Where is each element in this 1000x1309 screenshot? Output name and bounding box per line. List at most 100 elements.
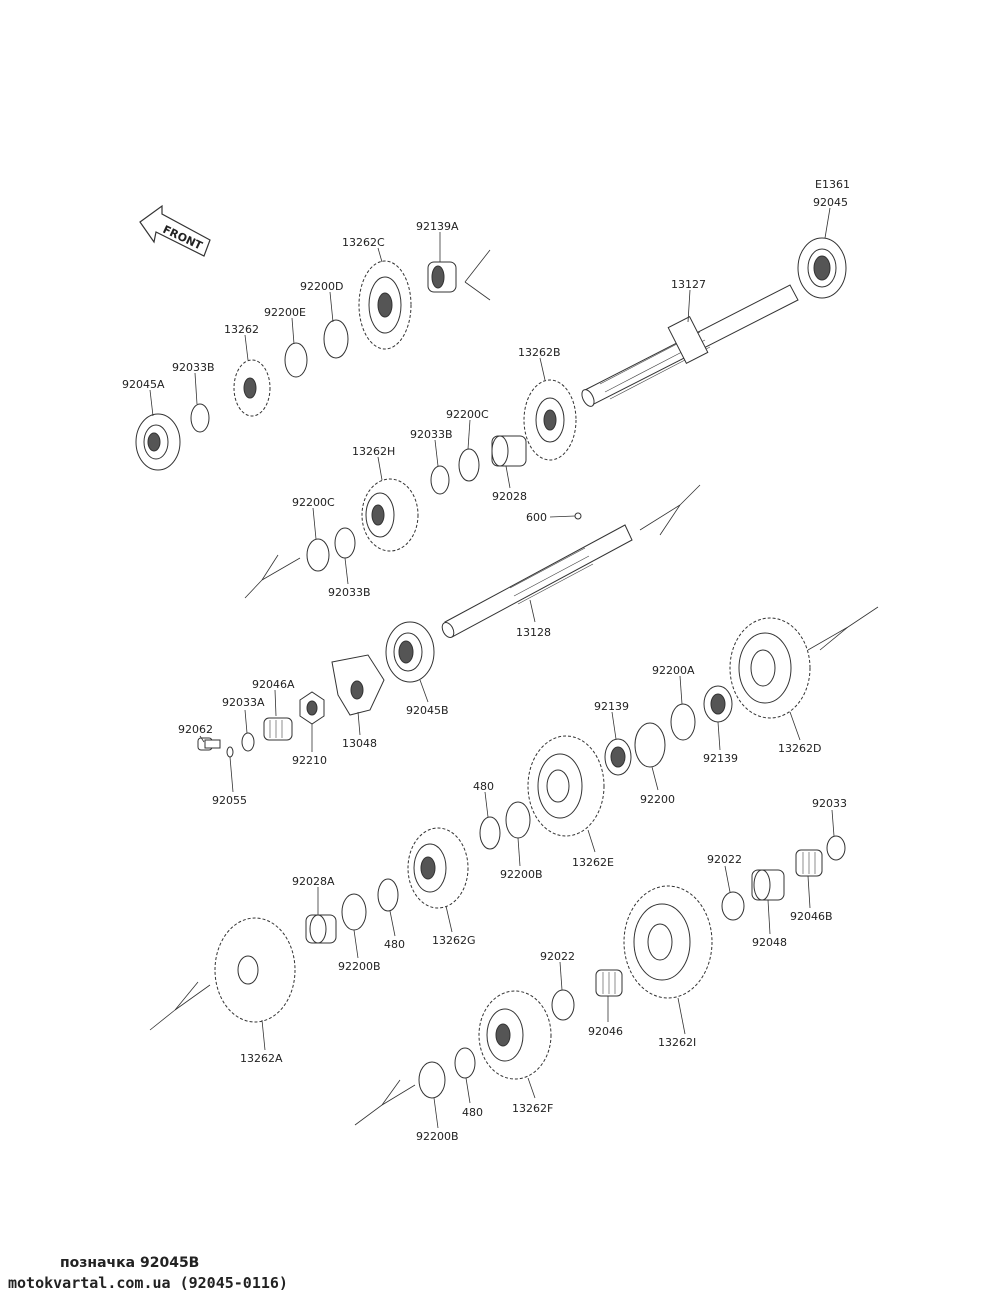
label-92200c-mid: 92200C bbox=[292, 496, 335, 509]
leader-line bbox=[244, 579, 263, 599]
label-92046b: 92046B bbox=[790, 910, 833, 923]
circlip-92033b-mid bbox=[430, 465, 450, 495]
washer-92200a bbox=[670, 703, 696, 741]
label-92046a: 92046A bbox=[252, 678, 295, 691]
label-92045a: 92045A bbox=[122, 378, 165, 391]
label-92200b-b: 92200B bbox=[338, 960, 381, 973]
label-92055: 92055 bbox=[212, 794, 247, 807]
needle-bearing-92139a bbox=[427, 249, 491, 301]
bush-92048 bbox=[751, 869, 785, 901]
source-caption: motokvartal.com.ua (92045-0116) bbox=[8, 1274, 288, 1292]
circlip-480-b bbox=[377, 878, 399, 912]
label-13262h: 13262H bbox=[352, 445, 395, 458]
label-92139-a: 92139 bbox=[594, 700, 629, 713]
label-92022-b: 92022 bbox=[540, 950, 575, 963]
label-13262e: 13262E bbox=[572, 856, 614, 869]
label-92045b: 92045B bbox=[406, 704, 449, 717]
washer-92200c-top bbox=[458, 448, 480, 482]
washer-92200b-a bbox=[505, 801, 531, 839]
label-92200e: 92200E bbox=[264, 306, 306, 319]
gear-13262e bbox=[527, 735, 605, 837]
bearing-92045a bbox=[135, 413, 181, 471]
circlip-92033b-low bbox=[334, 527, 356, 559]
washer-92200b-b bbox=[341, 893, 367, 931]
label-92200b-a: 92200B bbox=[500, 868, 543, 881]
needle-bearing-92046a bbox=[263, 717, 293, 741]
label-13262f: 13262F bbox=[512, 1102, 553, 1115]
front-arrow-icon: FRONT bbox=[139, 204, 211, 257]
label-13262g: 13262G bbox=[432, 934, 476, 947]
leader-line bbox=[354, 1104, 383, 1126]
bush-92028 bbox=[491, 435, 527, 467]
bearing-92045b bbox=[385, 621, 435, 683]
washer-92055 bbox=[226, 746, 234, 758]
label-92048: 92048 bbox=[752, 936, 787, 949]
label-13262i: 13262I bbox=[658, 1036, 696, 1049]
label-92028a: 92028A bbox=[292, 875, 335, 888]
washer-92200e bbox=[284, 342, 308, 378]
needle-bearing-92046 bbox=[595, 969, 623, 997]
label-13262: 13262 bbox=[224, 323, 259, 336]
gear-13262d bbox=[729, 606, 879, 719]
circlip-92033a bbox=[241, 732, 255, 752]
nut-92210 bbox=[299, 691, 325, 725]
washer-92200b-c bbox=[418, 1061, 446, 1099]
needle-bearing-92139-right bbox=[703, 685, 733, 723]
circlip-480-a bbox=[479, 816, 501, 850]
diagram-code: E1361 bbox=[815, 178, 850, 191]
label-13262c: 13262C bbox=[342, 236, 385, 249]
label-92200b-c: 92200B bbox=[416, 1130, 459, 1143]
needle-bearing-92139-left bbox=[604, 738, 632, 776]
label-92022-a: 92022 bbox=[707, 853, 742, 866]
leader-line bbox=[261, 557, 301, 581]
needle-bearing-92046b bbox=[795, 849, 823, 877]
bolt-92062 bbox=[197, 737, 221, 751]
label-13262d: 13262D bbox=[778, 742, 821, 755]
label-92139-b: 92139 bbox=[703, 752, 738, 765]
gear-13262h bbox=[361, 478, 419, 552]
washer-92022-b bbox=[551, 989, 575, 1021]
leader-line bbox=[381, 1079, 401, 1106]
output-shaft-13127 bbox=[581, 284, 799, 407]
oil-seal-600 bbox=[574, 512, 582, 520]
label-480-c: 480 bbox=[462, 1106, 483, 1119]
label-92200c-top: 92200C bbox=[446, 408, 489, 421]
label-92033b-top: 92033B bbox=[172, 361, 215, 374]
label-13128: 13128 bbox=[516, 626, 551, 639]
label-92033b-low: 92033B bbox=[328, 586, 371, 599]
label-92033a: 92033A bbox=[222, 696, 265, 709]
circlip-480-c bbox=[454, 1047, 476, 1079]
label-13127: 13127 bbox=[671, 278, 706, 291]
label-92200d: 92200D bbox=[300, 280, 343, 293]
label-13262b: 13262B bbox=[518, 346, 561, 359]
label-92062: 92062 bbox=[178, 723, 213, 736]
circlip-92033 bbox=[826, 835, 846, 861]
label-13048: 13048 bbox=[342, 737, 377, 750]
cam-13048 bbox=[331, 654, 385, 716]
gear-13262f bbox=[478, 990, 552, 1080]
label-480-b: 480 bbox=[384, 938, 405, 951]
label-92033: 92033 bbox=[812, 797, 847, 810]
gear-13262a bbox=[149, 917, 296, 1031]
washer-92200 bbox=[634, 722, 666, 768]
gear-13262 bbox=[233, 359, 271, 417]
label-92210: 92210 bbox=[292, 754, 327, 767]
drive-shaft-13128 bbox=[441, 484, 701, 638]
gear-13262b bbox=[523, 379, 577, 461]
washer-92200c-mid bbox=[306, 538, 330, 572]
label-92200a: 92200A bbox=[652, 664, 695, 677]
label-480-a: 480 bbox=[473, 780, 494, 793]
part-designation-caption: позначка 92045B bbox=[60, 1255, 200, 1271]
label-92045: 92045 bbox=[813, 196, 848, 209]
leader-line bbox=[381, 1084, 416, 1106]
gear-13262g bbox=[407, 827, 469, 909]
label-92028: 92028 bbox=[492, 490, 527, 503]
circlip-92033b-top bbox=[190, 403, 210, 433]
label-leaders bbox=[149, 207, 835, 1129]
label-600: 600 bbox=[526, 511, 547, 524]
label-92046: 92046 bbox=[588, 1025, 623, 1038]
leader-line bbox=[261, 554, 279, 581]
washer-92022-a bbox=[721, 891, 745, 921]
gear-13262i bbox=[623, 885, 713, 999]
